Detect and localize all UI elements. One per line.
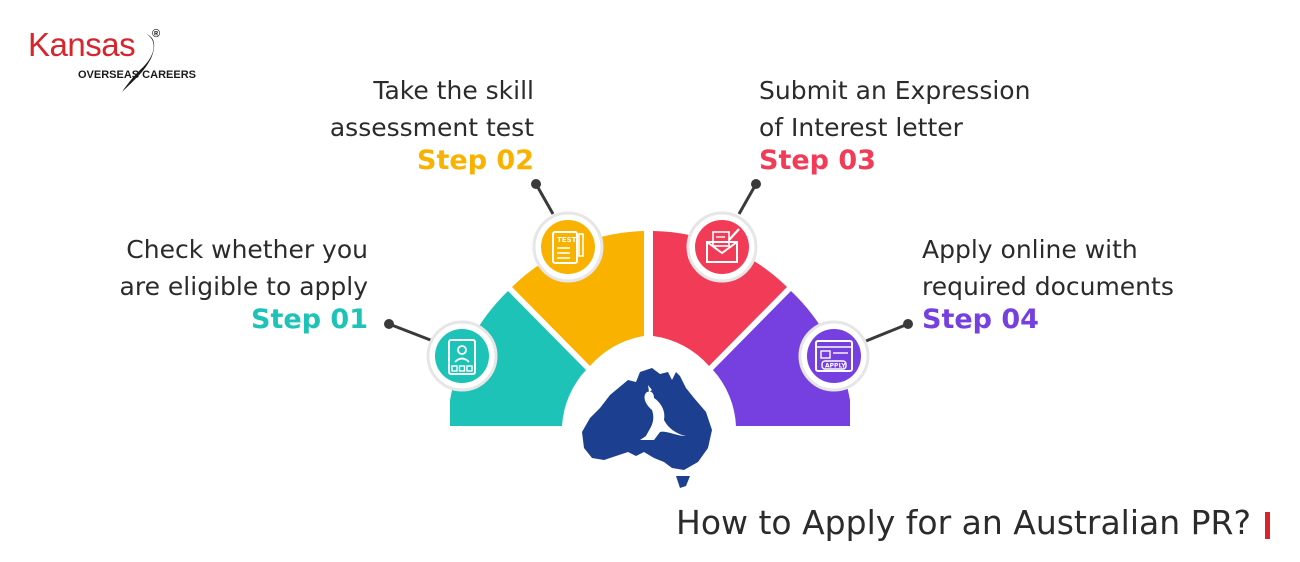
brand-logo: Kansas ® OVERSEAS CAREERS: [28, 26, 203, 96]
step-03-description: Submit an Expression of Interest letter: [759, 76, 1031, 142]
step-02-description: Take the skill assessment test: [329, 76, 534, 142]
envelope-letter-icon: [686, 211, 758, 283]
connector-step-02: [531, 179, 555, 215]
apply-icon-label: APPLY: [825, 363, 846, 370]
title-accent-bar: [1265, 512, 1270, 539]
segment-step-01: [450, 291, 586, 426]
australia-map-kangaroo-icon: [582, 368, 712, 488]
step-04-label: Step 04: [922, 304, 1039, 335]
step-01-description: Check whether you are eligible to apply: [119, 235, 368, 301]
segment-step-04: [713, 291, 850, 426]
apply-online-window-icon: APPLY: [798, 320, 870, 392]
step-02-label: Step 02: [417, 145, 534, 176]
brand-name: Kansas: [28, 26, 136, 63]
connector-step-03: [737, 179, 761, 215]
step-03-label: Step 03: [759, 145, 876, 176]
logo-swoosh-icon: [122, 34, 155, 92]
test-sheet-icon: TEST: [532, 211, 604, 283]
step-01-label: Step 01: [251, 304, 368, 335]
segment-step-03: [653, 231, 787, 366]
connector-step-01: [384, 319, 434, 343]
eligibility-checklist-icon: [426, 320, 498, 392]
step-04-description: Apply online with required documents: [922, 235, 1174, 301]
page-title: How to Apply for an Australian PR?: [676, 503, 1251, 542]
brand-tagline: OVERSEAS CAREERS: [78, 69, 196, 81]
registered-mark: ®: [152, 28, 161, 40]
test-icon-label: TEST: [557, 236, 577, 244]
connector-step-04: [865, 319, 913, 343]
